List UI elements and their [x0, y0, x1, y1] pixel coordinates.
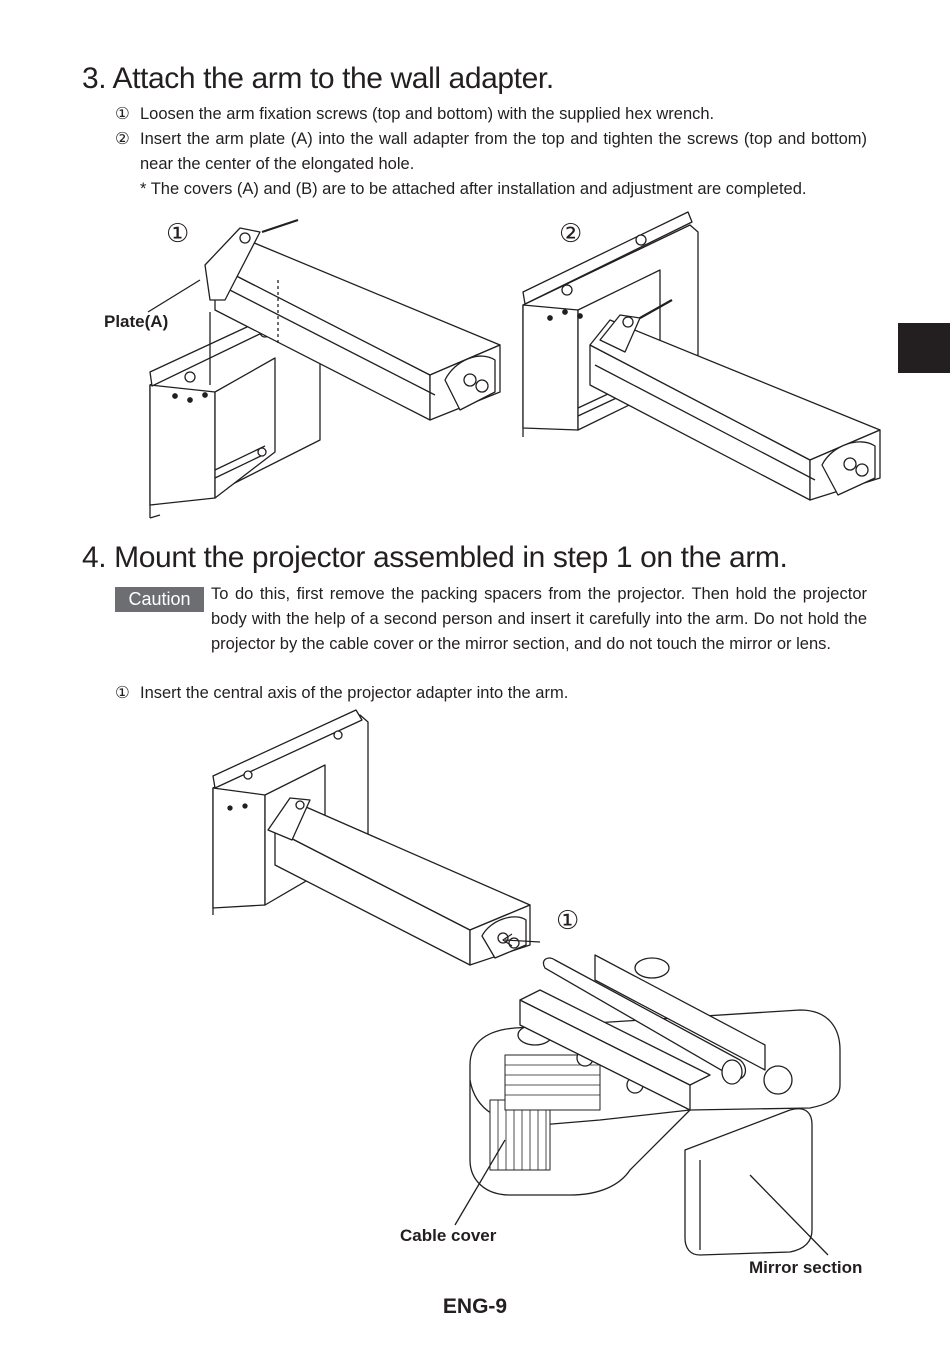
arm-wall-adapter-illustration	[147, 211, 881, 519]
section-3-note: * The covers (A) and (B) are to be attac…	[140, 180, 807, 198]
plate-a-label: Plate(A)	[104, 312, 169, 331]
figure-marker-2: ②	[559, 218, 583, 248]
section-4-step-1: ① Insert the central axis of the project…	[115, 681, 867, 706]
mirror-section	[684, 1108, 813, 1256]
cable-cover-label: Cable cover	[400, 1226, 497, 1245]
figure-marker-1: ①	[556, 905, 580, 935]
step-text: Insert the arm plate (A) into the wall a…	[140, 130, 867, 173]
arm-right	[589, 299, 881, 501]
step-text: Loosen the arm fixation screws (top and …	[140, 105, 715, 123]
section-3-step-2: ② Insert the arm plate (A) into the wall…	[115, 127, 867, 177]
section-3-step-1: ① Loosen the arm fixation screws (top an…	[115, 102, 867, 127]
chapter-tab	[898, 323, 950, 373]
section-3-heading: 3. Attach the arm to the wall adapter.	[82, 62, 554, 95]
page-number: ENG-9	[442, 1295, 508, 1318]
mirror-section-label: Mirror section	[749, 1258, 863, 1277]
step-number: ①	[115, 684, 130, 702]
step-text: Insert the central axis of the projector…	[140, 684, 569, 702]
step-number: ②	[115, 130, 130, 148]
wall-adapter-left	[149, 319, 321, 519]
arm	[267, 797, 531, 966]
arm-left	[204, 218, 501, 421]
step-number: ①	[115, 105, 130, 123]
section-4-heading: 4. Mount the projector assembled in step…	[82, 541, 788, 574]
caution-text: To do this, first remove the packing spa…	[211, 585, 867, 653]
caution-badge: Caution	[115, 587, 204, 612]
projector-adapter	[519, 954, 766, 1111]
figure-marker-1: ①	[166, 218, 190, 248]
